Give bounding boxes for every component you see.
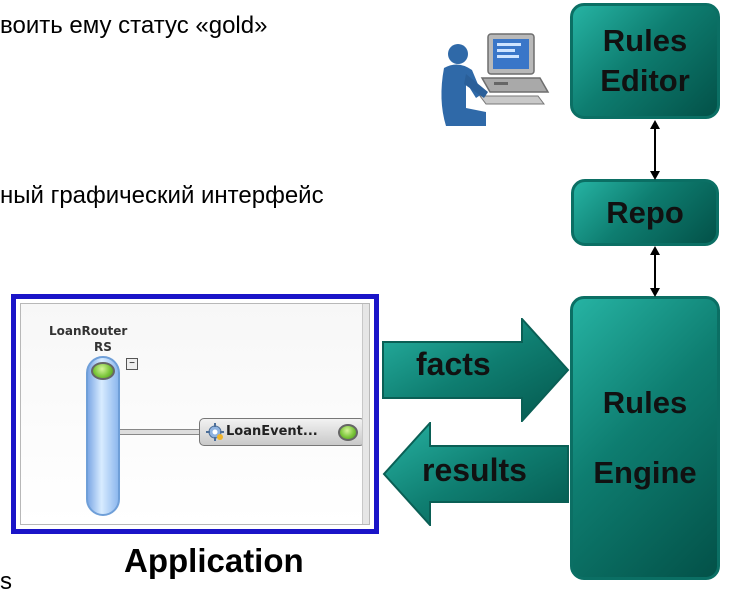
facts-arrow bbox=[382, 318, 570, 422]
text-line-1: воить ему статус «gold» bbox=[0, 12, 268, 39]
router-event-connector bbox=[120, 429, 202, 435]
loan-event-label: LoanEvent... bbox=[226, 424, 318, 439]
results-arrow bbox=[382, 422, 569, 526]
collapse-glyph: − bbox=[129, 358, 135, 369]
loan-event-node[interactable]: LoanEvent... bbox=[199, 418, 365, 446]
rules-engine-label-2: Engine bbox=[593, 455, 697, 490]
router-label-2: RS bbox=[94, 340, 112, 354]
router-status-icon bbox=[91, 362, 115, 380]
repo-box: Repo bbox=[571, 179, 719, 246]
application-caption: Application bbox=[124, 542, 304, 579]
application-canvas: LoanRouter RS − LoanEvent... bbox=[20, 303, 370, 525]
canvas-scroll-edge bbox=[362, 304, 369, 524]
repo-engine-connector bbox=[650, 246, 660, 297]
gear-icon bbox=[206, 423, 224, 441]
results-label: results bbox=[422, 452, 527, 488]
text-line-2: ный графический интерфейс bbox=[0, 182, 324, 209]
rules-engine-label-1: Rules bbox=[602, 385, 688, 420]
facts-label: facts bbox=[416, 346, 491, 382]
rules-engine-box: Rules Engine bbox=[570, 296, 720, 580]
application-window: LoanRouter RS − LoanEvent... bbox=[11, 294, 379, 534]
rules-editor-label-1: Rules bbox=[602, 23, 688, 58]
router-pill bbox=[86, 356, 120, 516]
repo-label: Repo bbox=[606, 194, 684, 230]
loan-event-status-icon bbox=[338, 424, 358, 441]
editor-repo-connector bbox=[650, 120, 660, 180]
collapse-button[interactable]: − bbox=[126, 358, 138, 370]
router-label-1: LoanRouter bbox=[49, 324, 128, 338]
person-at-computer-icon bbox=[441, 33, 550, 126]
rules-editor-label-2: Editor bbox=[600, 63, 690, 98]
text-line-3: s bbox=[0, 568, 12, 595]
rules-editor-box: Rules Editor bbox=[570, 3, 720, 119]
